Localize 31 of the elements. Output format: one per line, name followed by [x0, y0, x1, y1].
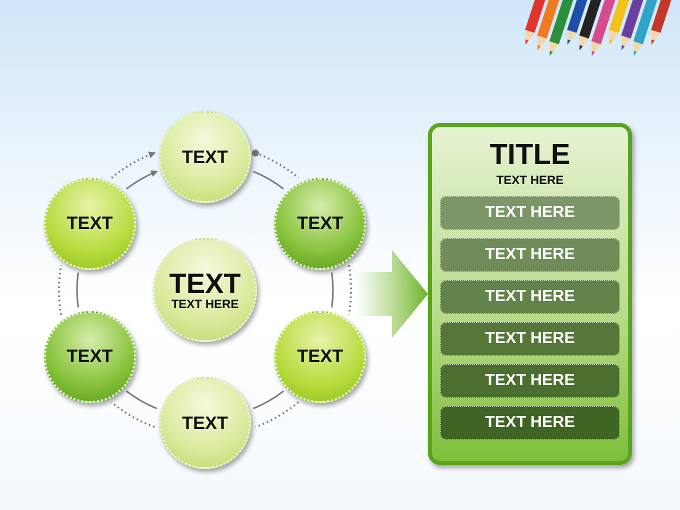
curved-connector: [255, 401, 299, 428]
curved-connector: [111, 401, 155, 428]
node-label: TEXT: [66, 214, 113, 233]
panel-subtitle: TEXT HERE: [496, 173, 564, 187]
node-label: TEXT: [169, 269, 241, 298]
node-label: TEXT: [182, 148, 228, 166]
node-label: TEXT: [297, 347, 344, 366]
curved-connector: [252, 170, 284, 190]
block-arrow: [356, 250, 428, 338]
list-item: TEXT HERE: [440, 238, 620, 272]
list-item: TEXT HERE: [440, 406, 620, 440]
node-subtitle: TEXT HERE: [171, 298, 239, 311]
curved-connector: [126, 390, 158, 410]
curved-connector: [58, 265, 62, 315]
list-item: TEXT HERE: [440, 364, 620, 398]
panel-title: TITLE: [490, 141, 570, 170]
curved-connector: [331, 272, 334, 308]
curved-arrow: [126, 170, 158, 190]
curved-arrow: [111, 152, 156, 179]
circle-node: [274, 310, 366, 402]
curved-connector: [76, 272, 79, 308]
circle-node: [274, 178, 366, 270]
node-label: TEXT: [297, 214, 344, 233]
list-item: TEXT HERE: [440, 196, 620, 230]
curved-connector: [252, 390, 284, 410]
list-item: TEXT HERE: [440, 322, 620, 356]
node-label: TEXT: [66, 347, 113, 366]
list-panel: [428, 123, 632, 465]
node-label: TEXT: [182, 414, 228, 432]
curved-connector: [348, 265, 352, 315]
list-item: TEXT HERE: [440, 280, 620, 314]
